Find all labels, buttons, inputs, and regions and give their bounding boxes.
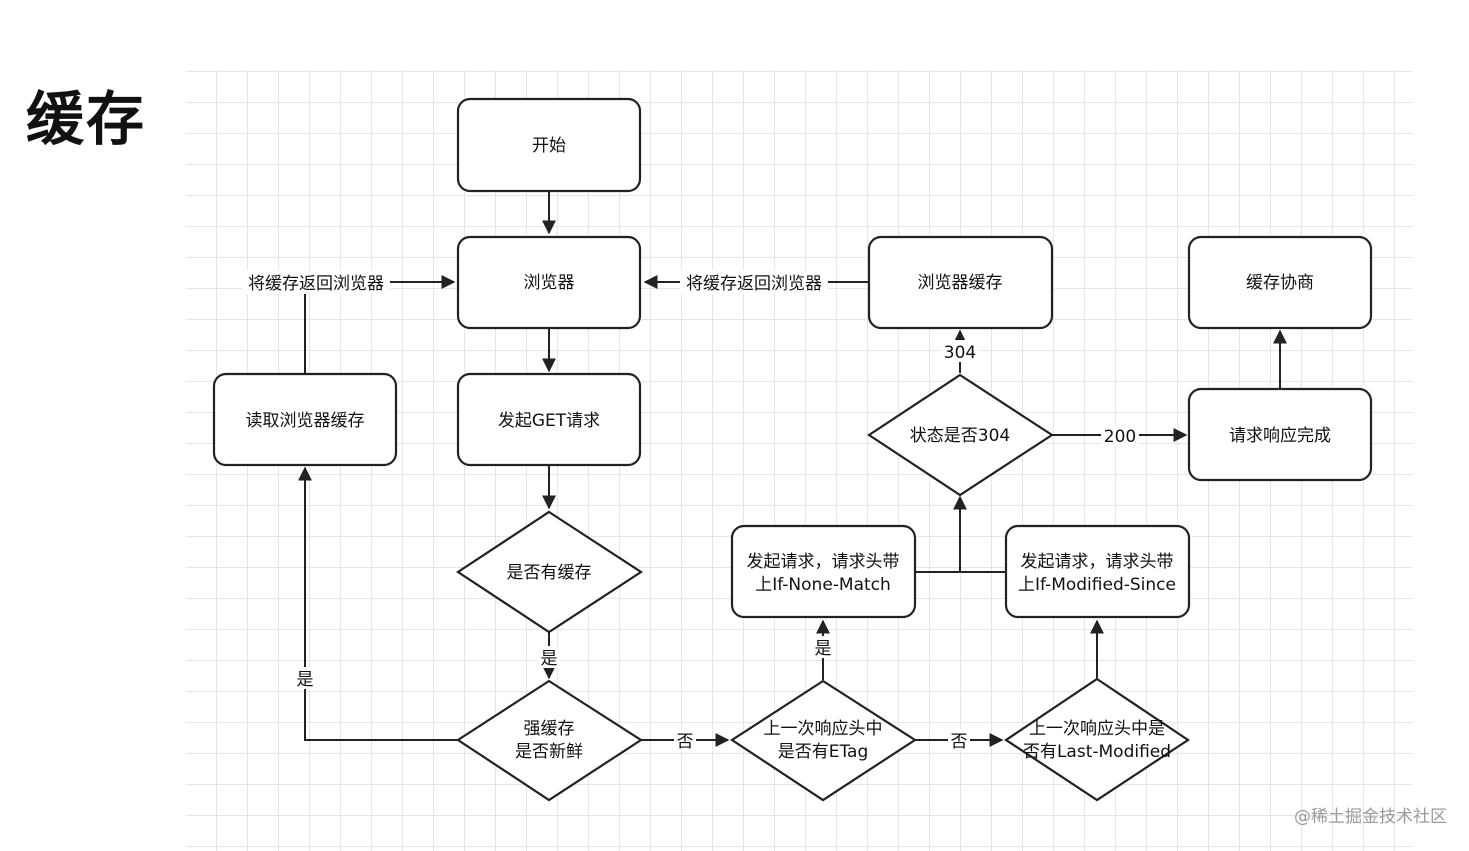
edge-label-return-right: 将缓存返回浏览器 — [680, 270, 828, 294]
edge-label-return-left: 将缓存返回浏览器 — [242, 270, 390, 294]
node-has-last-modified: 上一次响应头中是 否有Last-Modified — [1004, 677, 1190, 802]
svg-text:200: 200 — [1104, 427, 1136, 447]
node-request-complete: 请求响应完成 — [1187, 387, 1373, 482]
watermark: @稀土掘金技术社区 — [1294, 807, 1447, 827]
page-title: 缓存 — [26, 85, 147, 153]
node-negotiation-cache: 缓存协商 — [1187, 235, 1373, 330]
edge-label-yes-fresh: 是 — [294, 667, 316, 690]
svg-text:发起请求，请求头带: 发起请求，请求头带 — [1021, 552, 1174, 572]
svg-text:否有Last-Modified: 否有Last-Modified — [1023, 742, 1171, 762]
svg-text:发起请求，请求头带: 发起请求，请求头带 — [747, 552, 900, 572]
edge-strong-readcache — [298, 466, 458, 741]
edge-label-yes-has-cache: 是 — [538, 646, 560, 669]
svg-text:上一次响应头中是: 上一次响应头中是 — [1029, 719, 1165, 739]
svg-text:上If-Modified-Since: 上If-Modified-Since — [1018, 575, 1176, 595]
svg-text:发起GET请求: 发起GET请求 — [498, 411, 600, 431]
svg-text:否: 否 — [951, 732, 968, 752]
svg-text:状态是否304: 状态是否304 — [910, 426, 1010, 446]
svg-text:是否有缓存: 是否有缓存 — [507, 563, 592, 583]
svg-text:读取浏览器缓存: 读取浏览器缓存 — [246, 411, 365, 431]
edge-readcache-browser — [304, 275, 456, 373]
svg-text:是否有ETag: 是否有ETag — [778, 742, 869, 762]
svg-text:将缓存返回浏览器: 将缓存返回浏览器 — [686, 274, 822, 294]
svg-text:浏览器缓存: 浏览器缓存 — [918, 273, 1003, 293]
svg-text:浏览器: 浏览器 — [524, 273, 575, 293]
svg-text:上If-None-Match: 上If-None-Match — [755, 575, 891, 595]
svg-text:上一次响应头中: 上一次响应头中 — [764, 719, 883, 739]
svg-text:304: 304 — [944, 343, 976, 363]
node-has-etag: 上一次响应头中 是否有ETag — [729, 679, 918, 802]
svg-text:强缓存: 强缓存 — [524, 719, 575, 739]
svg-text:是: 是 — [541, 649, 558, 669]
edge-label-200: 200 — [1101, 424, 1139, 447]
node-browser: 浏览器 — [456, 235, 642, 330]
node-read-cache: 读取浏览器缓存 — [212, 372, 398, 467]
node-get-request: 发起GET请求 — [456, 372, 642, 467]
edge-label-no-etag: 否 — [948, 729, 970, 752]
svg-text:是: 是 — [297, 670, 314, 690]
svg-text:开始: 开始 — [532, 136, 566, 156]
svg-text:请求响应完成: 请求响应完成 — [1229, 426, 1331, 446]
node-req-if-modified-since: 发起请求，请求头带 上If-Modified-Since — [1004, 524, 1191, 619]
svg-text:是: 是 — [815, 639, 832, 659]
svg-text:否: 否 — [677, 732, 694, 752]
svg-text:缓存协商: 缓存协商 — [1246, 273, 1314, 293]
node-start: 开始 — [456, 97, 642, 193]
svg-text:将缓存返回浏览器: 将缓存返回浏览器 — [248, 274, 384, 294]
edge-label-no-fresh: 否 — [674, 729, 696, 752]
edge-label-yes-etag: 是 — [812, 636, 834, 659]
node-has-cache: 是否有缓存 — [456, 510, 644, 634]
svg-text:是否新鲜: 是否新鲜 — [515, 742, 583, 762]
edge-label-304: 304 — [941, 340, 979, 363]
node-is-304: 状态是否304 — [867, 373, 1055, 497]
node-strong-cache: 强缓存 是否新鲜 — [455, 679, 644, 802]
node-req-if-none-match: 发起请求，请求头带 上If-None-Match — [730, 524, 917, 619]
node-browser-cache: 浏览器缓存 — [867, 235, 1054, 330]
